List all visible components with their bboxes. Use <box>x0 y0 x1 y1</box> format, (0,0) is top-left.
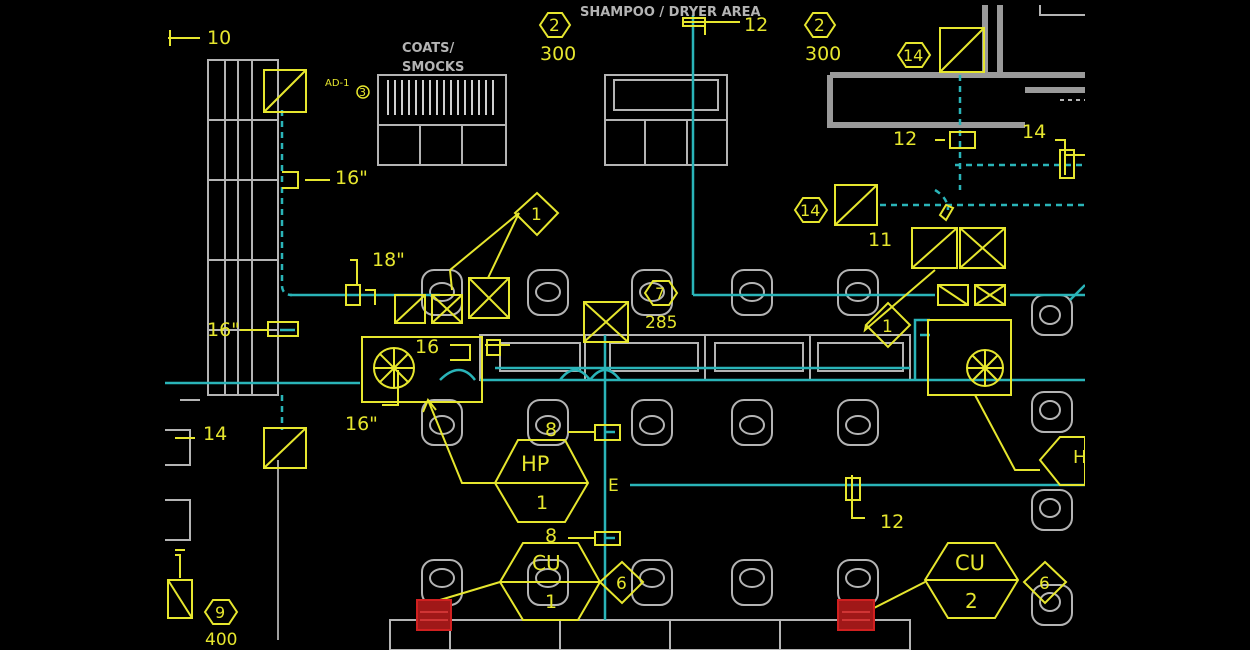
tag-number: 9 <box>215 603 225 622</box>
chair <box>631 399 673 446</box>
supply-diffuser <box>911 227 958 269</box>
chair <box>1031 489 1073 531</box>
unit-name: HP <box>521 452 549 476</box>
dimension-label: 12 <box>880 511 904 533</box>
tag-number: 1 <box>531 205 542 225</box>
tag-circle <box>356 85 370 99</box>
dimension-label: 14 <box>1022 121 1046 143</box>
dimension-label: 16" <box>335 167 368 189</box>
chair <box>1031 391 1073 433</box>
heaters <box>416 599 875 631</box>
grille <box>263 69 307 113</box>
tag-number: 2 <box>814 16 825 36</box>
dimension-label: 16" <box>345 413 378 435</box>
chair <box>731 559 773 606</box>
chair <box>421 399 463 446</box>
tag-number: 14 <box>800 201 820 220</box>
dimension-label: 16 <box>415 336 439 358</box>
grille <box>834 184 878 226</box>
smocks-label: SMOCKS <box>402 60 464 75</box>
area-label: SHAMPOO / DRYER AREA <box>580 5 761 20</box>
dimension-label: 16" <box>207 319 240 341</box>
wall <box>827 5 1085 128</box>
chair <box>631 269 673 316</box>
chair <box>731 269 773 316</box>
dimension-label: 11 <box>868 229 892 251</box>
storage-rack <box>207 59 279 396</box>
ductwork <box>165 15 1086 620</box>
fan-unit <box>927 319 1012 396</box>
dimension-label: 18" <box>372 249 405 271</box>
unit-number: 1 <box>545 591 557 613</box>
annotation-graphics <box>167 12 1086 625</box>
chair <box>631 559 673 606</box>
dimension-label: 12 <box>893 128 917 150</box>
chair <box>1031 584 1073 626</box>
tag-number: 2 <box>549 16 560 36</box>
dimension-label: 12 <box>744 14 768 36</box>
chair <box>421 559 463 606</box>
chair <box>527 399 569 446</box>
fan-unit <box>361 336 483 403</box>
heater <box>416 599 452 631</box>
tag-number: 1 <box>882 317 893 337</box>
tag-letter: E <box>608 476 619 496</box>
unit-name: CU <box>532 551 561 575</box>
chair <box>837 399 879 446</box>
chair <box>1031 294 1073 336</box>
chair <box>837 559 879 606</box>
heater <box>837 599 875 631</box>
left-margin <box>0 0 165 650</box>
dimension-label: 10 <box>207 27 231 49</box>
tag-cfm: 300 <box>540 43 576 65</box>
tag-number: 3 <box>359 86 366 99</box>
dimension-label: 8 <box>545 419 557 441</box>
unit-name: H <box>1073 447 1087 468</box>
chair <box>527 269 569 316</box>
tag-cfm: 400 <box>205 630 237 650</box>
shelf-hatch <box>387 80 494 115</box>
shampoo-counter <box>479 334 911 381</box>
unit-number: 2 <box>965 589 978 613</box>
grille <box>939 27 985 73</box>
supply-diffuser <box>583 301 629 343</box>
tag-number: 6 <box>1039 574 1050 594</box>
chair <box>731 399 773 446</box>
tag-number: 6 <box>616 574 627 594</box>
chair <box>837 269 879 316</box>
architecture <box>165 5 1085 650</box>
dimension-label: 14 <box>203 423 227 445</box>
tag-number: 14 <box>903 46 923 65</box>
tag-cfm: 300 <box>805 43 841 65</box>
unit-number: 1 <box>536 492 548 514</box>
supply-diffuser <box>959 227 1006 269</box>
tag-number: 7 <box>655 284 665 303</box>
salon-chairs <box>421 269 1073 626</box>
tag-1 <box>513 191 560 237</box>
shampoo-cabinet <box>604 74 728 121</box>
grille <box>263 427 307 469</box>
dimension-label: 8 <box>545 525 557 547</box>
chair <box>421 269 463 316</box>
tag-cfm: 285 <box>645 313 677 333</box>
air-device-label: AD-1 <box>325 78 350 89</box>
unit-name: CU <box>955 551 985 575</box>
coats-label: COATS/ <box>402 41 455 56</box>
tag-1b <box>864 301 912 349</box>
